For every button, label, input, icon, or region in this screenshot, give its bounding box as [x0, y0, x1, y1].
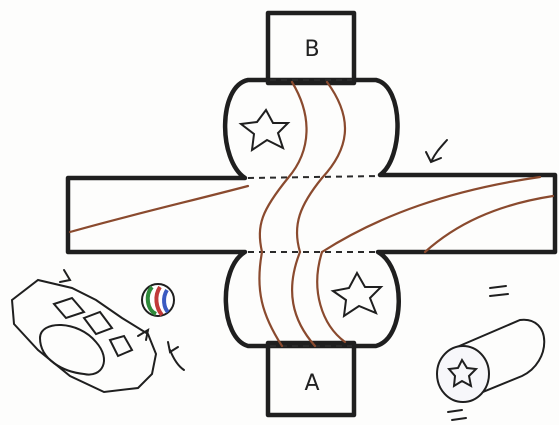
tab-b — [265, 10, 357, 86]
track-curve — [286, 80, 308, 180]
track-curve — [68, 184, 250, 234]
track-curve — [258, 250, 284, 348]
tab-a-label: A — [304, 371, 319, 396]
curved-arrow-icon — [425, 139, 448, 164]
assembled-piece-sketch — [10, 269, 158, 394]
star-icon — [238, 108, 291, 153]
tab-b-label: B — [304, 37, 319, 62]
net-outline — [65, 77, 558, 349]
marble-track — [68, 80, 555, 348]
paper-net — [65, 10, 558, 418]
track-curve — [423, 194, 555, 254]
fold-lines — [247, 79, 381, 347]
track-curve — [320, 175, 542, 254]
track-curve — [316, 250, 347, 344]
track-curve — [258, 176, 290, 254]
tab-a — [265, 340, 357, 418]
track-curve — [290, 250, 317, 348]
marble-icon — [141, 283, 185, 371]
fold-line — [247, 175, 381, 179]
track-curve — [320, 80, 347, 180]
star-icon — [330, 270, 384, 319]
track-curve — [295, 176, 324, 254]
rolled-cylinder-sketch — [436, 285, 546, 421]
